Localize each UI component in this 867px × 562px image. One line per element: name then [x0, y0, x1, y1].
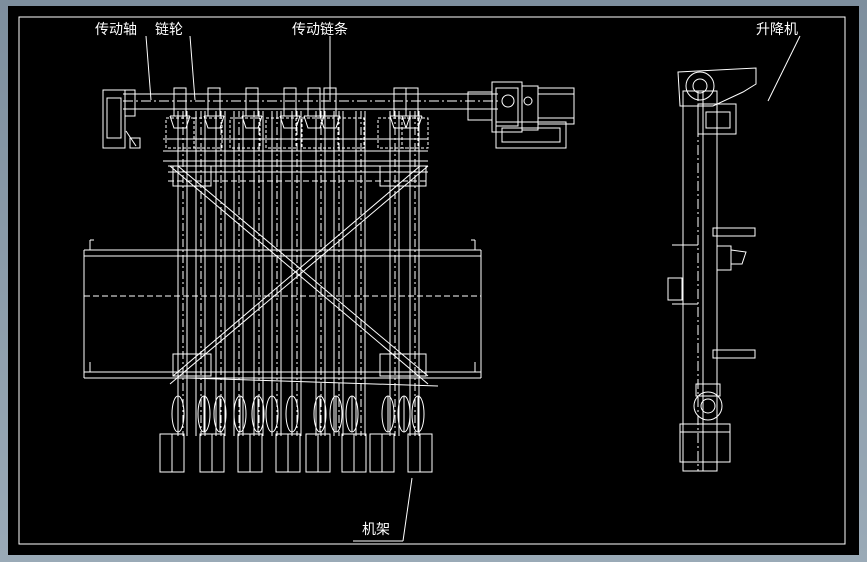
- label-lifter: 升降机: [756, 22, 798, 38]
- bearing-housing: [301, 117, 335, 149]
- sprocket-body: [173, 87, 187, 117]
- sprocket-bracket: [241, 115, 263, 129]
- label-drive-shaft: 传动轴: [95, 22, 137, 38]
- label-frame: 机架: [362, 522, 390, 538]
- frame-feet: [159, 433, 433, 473]
- lower-rollers: [171, 395, 425, 433]
- side-view-lifter: [667, 67, 757, 472]
- motor-gearbox: [467, 81, 575, 149]
- bearing-housing: [265, 117, 297, 149]
- cross-braces: [169, 165, 429, 385]
- sprocket-body: [393, 87, 407, 117]
- sprocket-body: [207, 87, 221, 117]
- conveyor-beam: [83, 239, 482, 387]
- sprocket-body: [283, 87, 297, 117]
- sprocket-bracket: [169, 115, 191, 129]
- label-drive-chain: 传动链条: [292, 22, 348, 38]
- drawing-border: [18, 16, 846, 545]
- sprockets: [165, 87, 429, 149]
- mechanical-drawing: [18, 16, 846, 545]
- chain-columns: [177, 111, 420, 436]
- bearing-housing: [165, 117, 197, 149]
- front-view: [83, 81, 575, 473]
- sprocket-bracket: [389, 115, 411, 129]
- bearing-housing: [229, 117, 261, 149]
- bearing-housing: [337, 117, 365, 149]
- bearing-housing: [377, 117, 419, 149]
- sprocket-bracket: [401, 115, 423, 129]
- label-sprocket: 链轮: [155, 22, 183, 38]
- bearing-housing: [401, 117, 429, 149]
- drawing-canvas[interactable]: 传动轴 链轮 传动链条 升降机 机架: [8, 6, 859, 555]
- sprocket-body: [245, 87, 259, 117]
- sprocket-body: [405, 87, 419, 117]
- bearing-housing: [193, 117, 223, 149]
- sprocket-body: [307, 87, 321, 117]
- leader-lines: [145, 35, 801, 542]
- sprocket-bracket: [279, 115, 301, 129]
